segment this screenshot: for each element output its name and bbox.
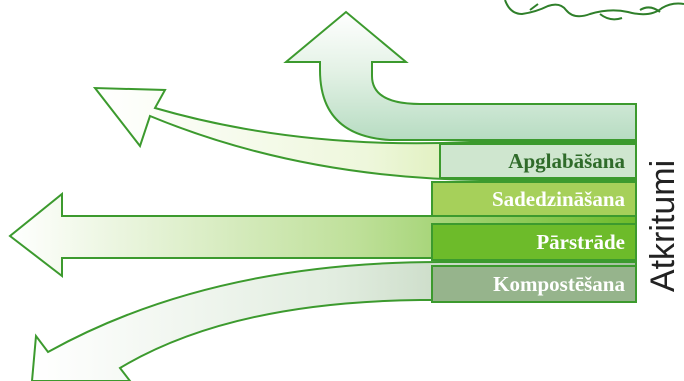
band-label-kompostesana: Kompostēšana — [493, 272, 625, 296]
band-box-kompostesana — [431, 265, 637, 303]
arrow-up-apglabasana — [283, 10, 637, 141]
band-label-parstrade: Pārstrāde — [536, 230, 625, 254]
band-label-apglabasana: Apglabāšana — [508, 149, 625, 173]
band-box-parstrade — [431, 223, 637, 261]
band-box-sadedzinasana — [431, 181, 637, 217]
band-label-sadedzinasana: Sadedzināšana — [492, 187, 626, 211]
source-label-atkritumi: Atkritumi — [644, 160, 682, 292]
band-box-apglabasana — [439, 143, 637, 179]
decorative-sketch — [504, 0, 684, 21]
